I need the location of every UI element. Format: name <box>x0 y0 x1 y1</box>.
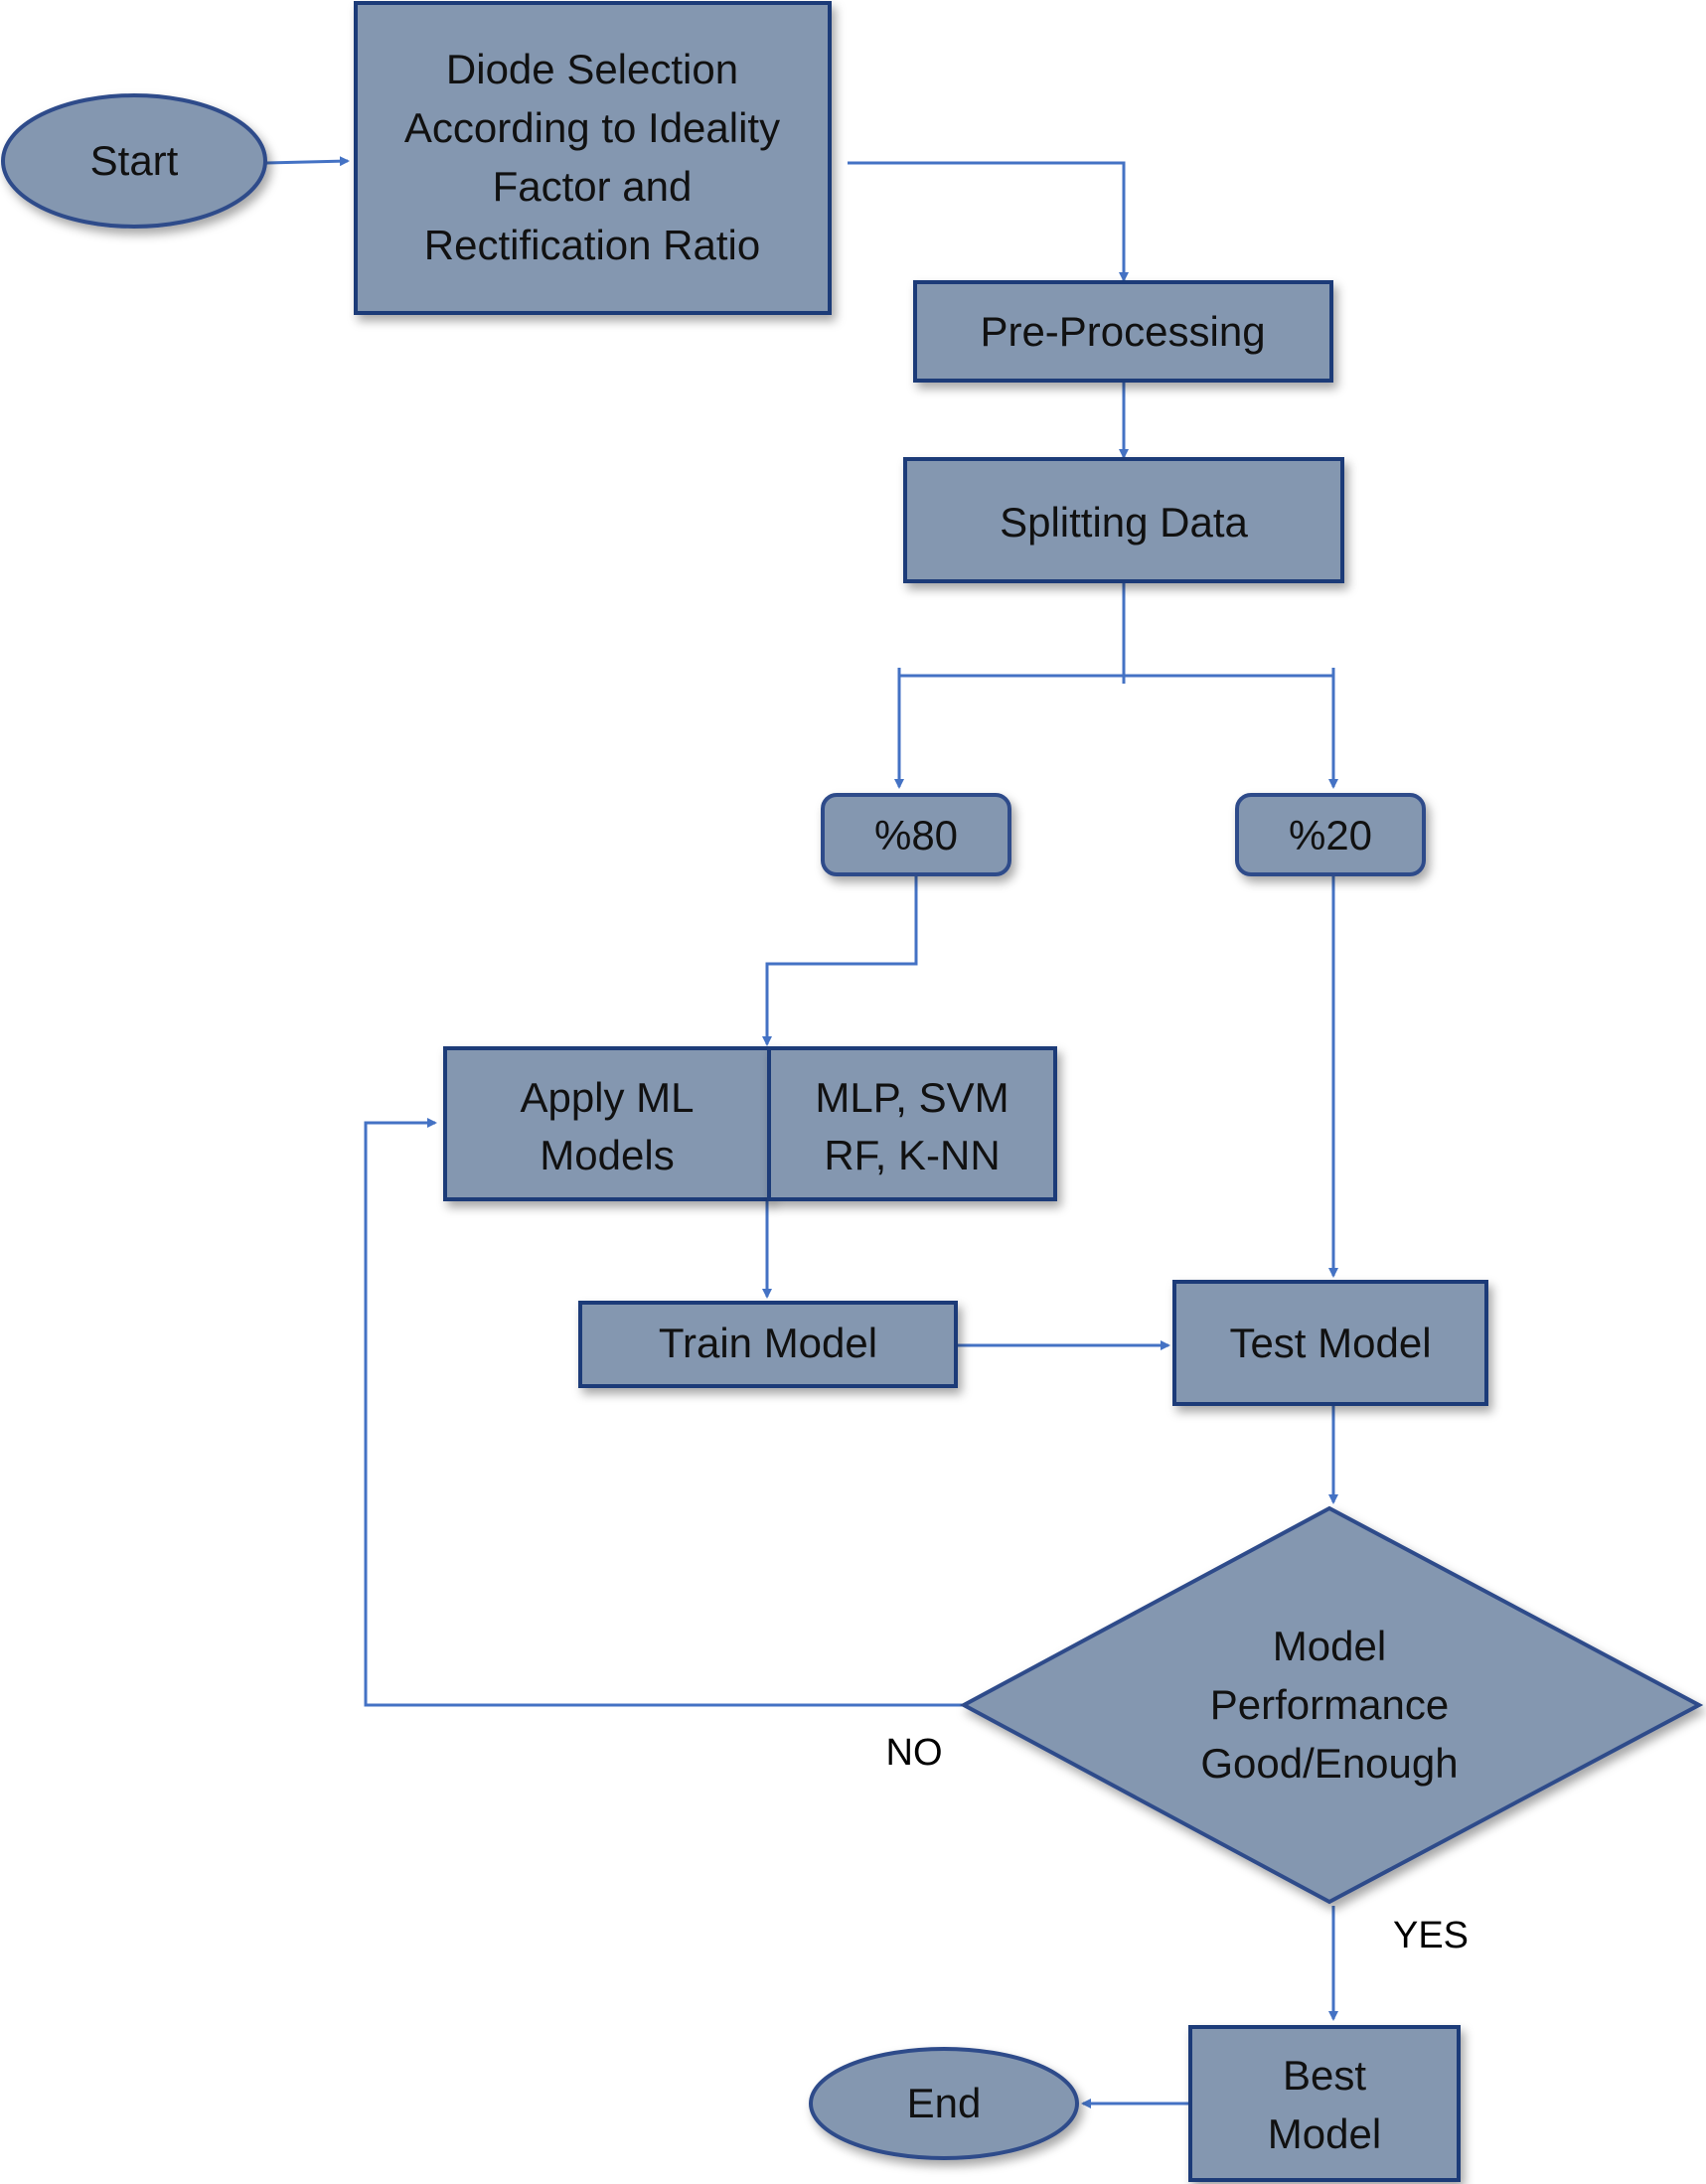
split-test-node: %20 <box>1235 793 1426 876</box>
end-node: End <box>809 2047 1079 2160</box>
apply-ml-line-2: Models <box>540 1132 674 1178</box>
ml-models-line-1: MLP, SVM <box>815 1074 1008 1121</box>
pre-processing-label: Pre-Processing <box>980 308 1265 355</box>
edge-split-train-to-apply-ml <box>762 874 918 1046</box>
pre-processing-node: Pre-Processing <box>913 280 1333 383</box>
ml-models-node: MLP, SVM RF, K-NN <box>767 1046 1057 1201</box>
apply-ml-node: Apply ML Models <box>443 1046 771 1201</box>
test-model-label: Test Model <box>1229 1320 1431 1366</box>
test-model-node: Test Model <box>1172 1280 1488 1406</box>
end-label: End <box>907 2080 982 2126</box>
start-label: Start <box>90 137 179 184</box>
diode-selection-node: Diode Selection According to Ideality Fa… <box>354 1 832 315</box>
branch-no-label: NO <box>886 1732 943 1774</box>
edge-diode-selection-to-pre-processing <box>848 161 1129 282</box>
decision-line-3: Good/Enough <box>1200 1740 1458 1787</box>
apply-ml-line-1: Apply ML <box>520 1074 694 1121</box>
decision-node: Model Performance Good/Enough <box>959 1505 1704 1905</box>
decision-line-1: Model <box>1273 1623 1386 1669</box>
train-model-node: Train Model <box>578 1301 958 1388</box>
diode-selection-line-1: Diode Selection <box>446 46 738 92</box>
best-model-line-2: Model <box>1268 2110 1381 2157</box>
decision-line-2: Performance <box>1210 1681 1449 1728</box>
branch-yes-label: YES <box>1393 1915 1469 1956</box>
splitting-data-label: Splitting Data <box>1000 499 1248 546</box>
diode-selection-line-2: According to Ideality <box>404 104 780 151</box>
diode-selection-line-3: Factor and <box>493 163 693 210</box>
ml-models-line-2: RF, K-NN <box>824 1132 1000 1178</box>
split-train-node: %80 <box>821 793 1011 876</box>
connectors <box>265 156 1338 2108</box>
split-test-label: %20 <box>1289 812 1372 858</box>
diode-selection-line-4: Rectification Ratio <box>424 222 760 268</box>
edge-start-to-diode-selection <box>265 156 350 167</box>
split-train-label: %80 <box>874 812 958 858</box>
splitting-data-node: Splitting Data <box>903 457 1344 583</box>
train-model-label: Train Model <box>659 1320 877 1366</box>
start-node: Start <box>1 93 267 229</box>
edge-decision-no-loop <box>364 1118 964 1707</box>
best-model-node: Best Model <box>1188 2025 1461 2182</box>
best-model-line-1: Best <box>1283 2052 1366 2099</box>
